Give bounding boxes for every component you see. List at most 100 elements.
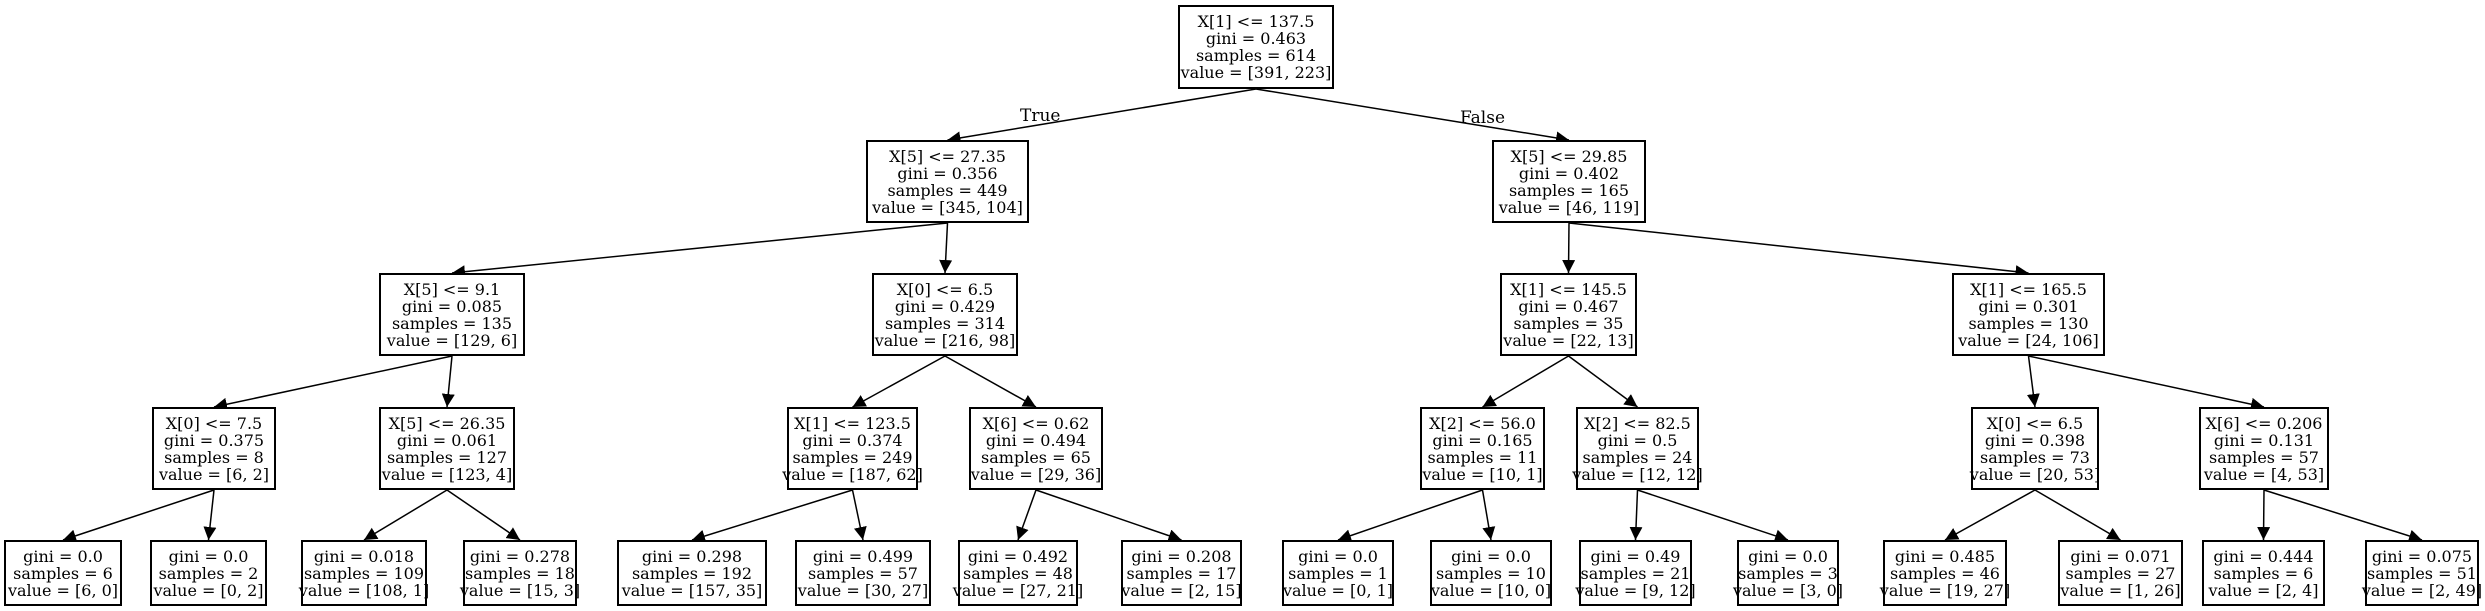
node-text-line: value = [3, 0] (1732, 580, 1844, 600)
node-text-line: value = [157, 35] (621, 580, 763, 600)
node-text-line: value = [2, 4] (2208, 580, 2319, 600)
edge-n10-n21 (1016, 489, 1037, 541)
node-text-line: gini = 0.131 (2213, 430, 2315, 450)
node-text-line: X[6] <= 0.62 (982, 413, 1090, 433)
edge-n7-n16 (203, 489, 217, 541)
edge-n1-n3 (451, 222, 948, 279)
node-text-line: samples = 2 (158, 563, 259, 583)
node-text-line: samples = 249 (792, 447, 913, 467)
edge-label-false: False (1460, 108, 1505, 128)
node-text-line: samples = 109 (303, 563, 425, 583)
node-text-line: value = [2, 49] (2361, 580, 2483, 600)
edge-n3-n8 (441, 355, 455, 408)
node-text-line: X[2] <= 82.5 (1584, 413, 1691, 433)
node-text-line: value = [19, 27] (1879, 580, 2011, 600)
edge-n13-n27 (1944, 489, 2036, 541)
node-text-line: value = [6, 0] (7, 580, 119, 600)
node-text-line: samples = 65 (981, 447, 1091, 467)
node-text-line: gini = 0.0 (1748, 546, 1828, 566)
node-text-line: X[1] <= 123.5 (794, 413, 911, 433)
node-text-line: samples = 135 (391, 313, 513, 333)
node-text-line: gini = 0.0 (1298, 546, 1378, 566)
node-text-line: X[0] <= 6.5 (1986, 413, 2084, 433)
node-text-line: value = [29, 36] (970, 464, 1102, 484)
node-text-line: value = [20, 53] (1969, 464, 2101, 484)
node-text-line: value = [46, 119] (1498, 197, 1640, 217)
node-text-line: samples = 165 (1508, 180, 1630, 200)
node-text-line: value = [108, 1] (298, 580, 430, 600)
edge-n5-n11 (1482, 355, 1569, 408)
node-text-line: samples = 24 (1582, 447, 1693, 467)
node-text-line: samples = 614 (1195, 46, 1317, 65)
node-text-line: samples = 57 (2209, 447, 2319, 467)
edge-n5-n12 (1568, 355, 1638, 408)
edge-n14-n30 (2263, 489, 2423, 543)
node-text-line: value = [0, 1] (1282, 580, 1394, 600)
node-text-line: value = [345, 104] (872, 197, 1023, 217)
node-text-line: samples = 192 (631, 563, 753, 583)
node-text-line: gini = 0.018 (313, 546, 415, 566)
node-text-line: samples = 449 (887, 180, 1008, 200)
node-text-line: gini = 0.499 (812, 546, 914, 566)
node-text-line: value = [10, 0] (1430, 580, 1552, 600)
node-text-line: X[1] <= 137.5 (1197, 12, 1315, 31)
node-text-line: gini = 0.298 (641, 546, 743, 566)
node-text-line: gini = 0.0 (168, 546, 249, 566)
node-text-line: samples = 21 (1580, 563, 1691, 583)
edge-n4-n9 (852, 355, 946, 408)
edge-n6-n13 (2026, 355, 2040, 408)
node-text-line: value = [129, 6] (386, 330, 518, 350)
node-text-line: samples = 27 (2065, 563, 2176, 583)
node-text-line: gini = 0.165 (1432, 430, 1533, 450)
edge-n10-n22 (1035, 489, 1182, 542)
edge-n13-n28 (2034, 489, 2121, 541)
edge-n8-n18 (446, 489, 521, 541)
node-text-line: samples = 73 (1980, 447, 2090, 467)
node-text-line: gini = 0.208 (1131, 546, 1232, 566)
node-text-line: value = [10, 1] (1422, 464, 1543, 484)
node-text-line: value = [391, 223] (1180, 63, 1332, 82)
node-text-line: X[1] <= 145.5 (1510, 279, 1627, 299)
node-text-line: gini = 0.402 (1518, 163, 1620, 183)
node-text-line: gini = 0.085 (401, 296, 503, 316)
node-text-line: samples = 314 (884, 313, 1006, 333)
edge-n12-n25 (1629, 489, 1643, 541)
node-text-line: samples = 130 (1968, 313, 2089, 333)
edge-n1-n4 (939, 222, 953, 274)
node-text-line: gini = 0.375 (163, 430, 265, 450)
node-text-line: samples = 35 (1513, 313, 1624, 333)
node-text-line: gini = 0.485 (1894, 546, 1996, 566)
node-text-line: X[0] <= 6.5 (896, 279, 994, 299)
node-text-line: gini = 0.0 (1451, 546, 1531, 566)
edge-n11-n23 (1337, 489, 1483, 542)
edge-n7-n15 (62, 489, 215, 543)
edge-n8-n17 (363, 489, 448, 541)
node-text-line: samples = 6 (13, 563, 113, 583)
node-text-line: samples = 10 (1436, 563, 1546, 583)
node-text-line: gini = 0.071 (2070, 546, 2171, 566)
node-text-line: samples = 48 (963, 563, 1073, 583)
node-text-line: samples = 17 (1126, 563, 1237, 583)
node-text-line: samples = 8 (164, 447, 264, 467)
node-text-line: gini = 0.429 (894, 296, 996, 316)
node-text-line: value = [22, 13] (1503, 330, 1634, 350)
node-text-line: value = [24, 106] (1958, 330, 2099, 350)
